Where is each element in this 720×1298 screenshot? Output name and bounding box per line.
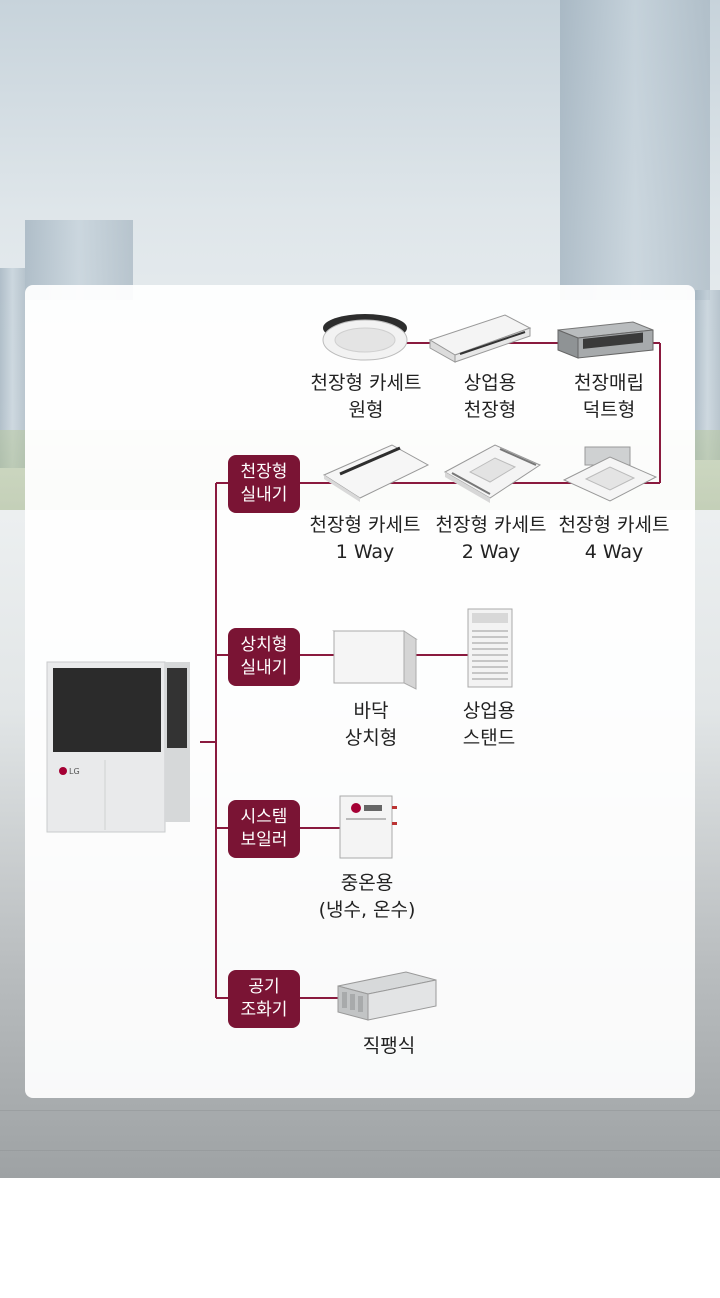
cassette-1way-icon [322, 444, 430, 502]
stand-unit-icon [467, 608, 513, 688]
ducted-unit-icon [557, 321, 654, 359]
hydro-kit-icon [339, 795, 397, 859]
cassette-2way-icon [443, 444, 542, 503]
brand-logo: LG [69, 767, 80, 776]
round-cassette-icon [322, 314, 408, 361]
label-medium-temp: 중온용(냉수, 온수) [318, 872, 416, 921]
label-direct-expansion: 직팽식 [362, 1035, 416, 1057]
air-handling-unit-icon [337, 971, 437, 1021]
ceiling-suspended-icon [428, 314, 532, 363]
cassette-4way-icon [562, 446, 658, 502]
outdoor-unit-icon: LG [46, 661, 190, 833]
floor-console-icon [332, 630, 418, 690]
